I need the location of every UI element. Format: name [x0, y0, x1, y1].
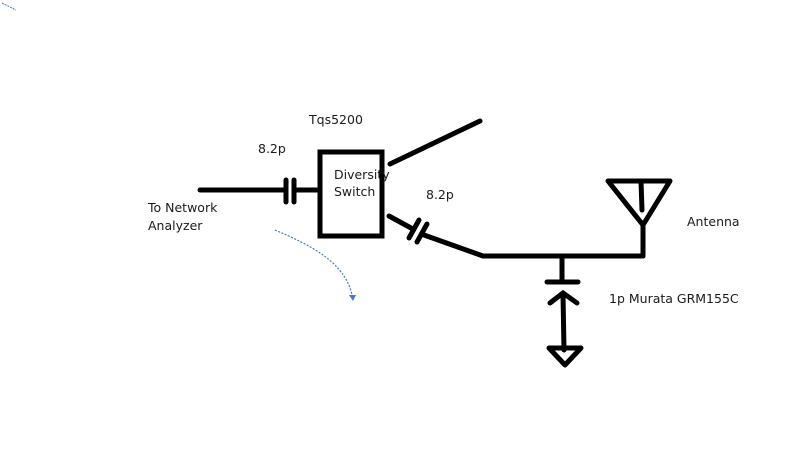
source-label-line1: To Network — [148, 200, 218, 215]
annotation-arrow — [274, 229, 353, 296]
switch-lower-wire — [386, 213, 414, 231]
shunt-cap-lead-bottom — [560, 291, 567, 353]
switch-upper-throw — [387, 118, 483, 167]
antenna-mast — [638, 178, 645, 213]
output-cap-label: 8.2p — [426, 187, 454, 202]
ground-symbol — [546, 345, 584, 368]
stray-mark — [1, 2, 17, 11]
diversity-switch-box — [317, 149, 385, 239]
switch-label-line2: Switch — [334, 184, 376, 199]
chip-label: Tqs5200 — [309, 112, 363, 127]
output-cap-to-node-wire — [421, 232, 486, 259]
antenna-label: Antenna — [687, 214, 740, 229]
annotation-arrowhead — [349, 295, 356, 301]
shunt-cap-label: 1p Murata GRM155C — [609, 291, 739, 306]
output-cap-plate-right — [414, 221, 430, 245]
source-label-line2: Analyzer — [148, 218, 203, 233]
switch-label-line1: Diversity — [334, 167, 390, 182]
output-cap-plate-left — [406, 217, 422, 241]
input-cap-label: 8.2p — [258, 141, 286, 156]
